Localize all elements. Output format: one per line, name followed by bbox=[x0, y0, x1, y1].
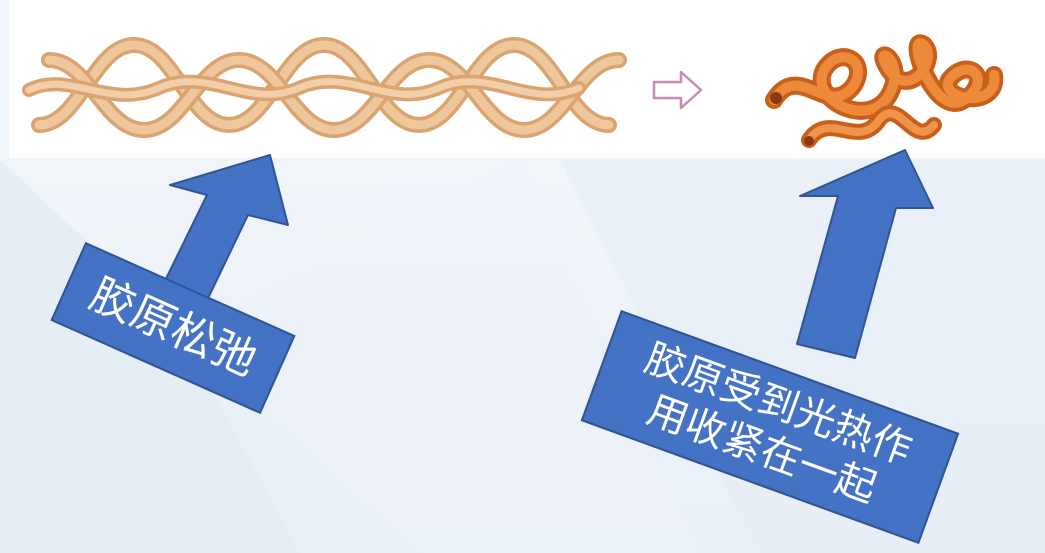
collagen-image-strip bbox=[9, 0, 1045, 158]
collagen-relaxed-label: 胶原松弛 bbox=[82, 268, 264, 387]
collagen-contracted-callout: 胶原受到光热作 用收紧在一起 bbox=[580, 309, 960, 545]
hollow-right-arrow-icon bbox=[652, 70, 703, 110]
contracted-collagen-illustration bbox=[765, 34, 1004, 148]
collagen-relaxed-callout: 胶原松弛 bbox=[50, 241, 296, 415]
relaxed-collagen-illustration bbox=[22, 36, 627, 139]
